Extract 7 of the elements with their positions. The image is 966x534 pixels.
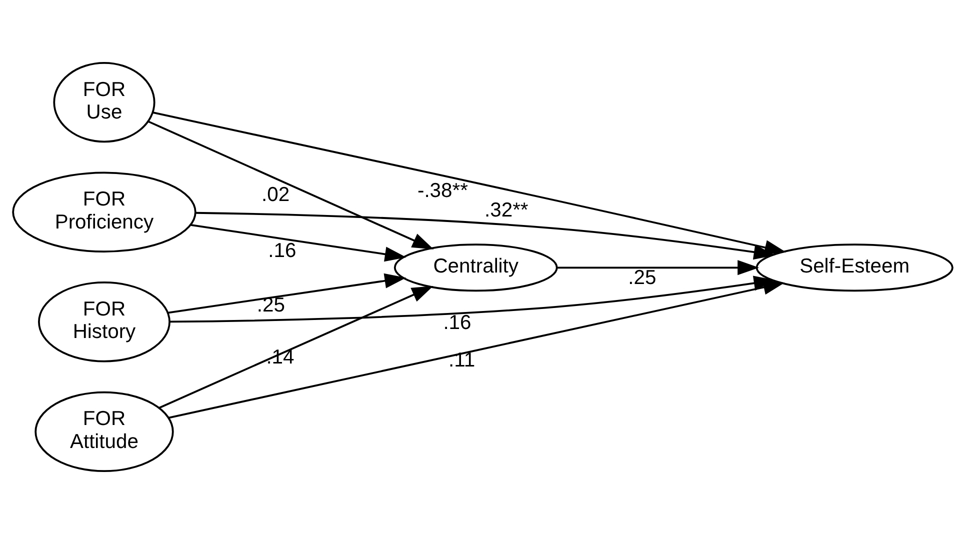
edge-label: -.38** — [417, 180, 468, 202]
edge-label: .02 — [262, 184, 290, 206]
edge-label: .16 — [443, 312, 472, 334]
edge-label: .14 — [266, 346, 294, 369]
edge-label: .32** — [484, 200, 528, 222]
edge-label: .25 — [628, 266, 656, 289]
edge-label: .16 — [268, 240, 296, 262]
